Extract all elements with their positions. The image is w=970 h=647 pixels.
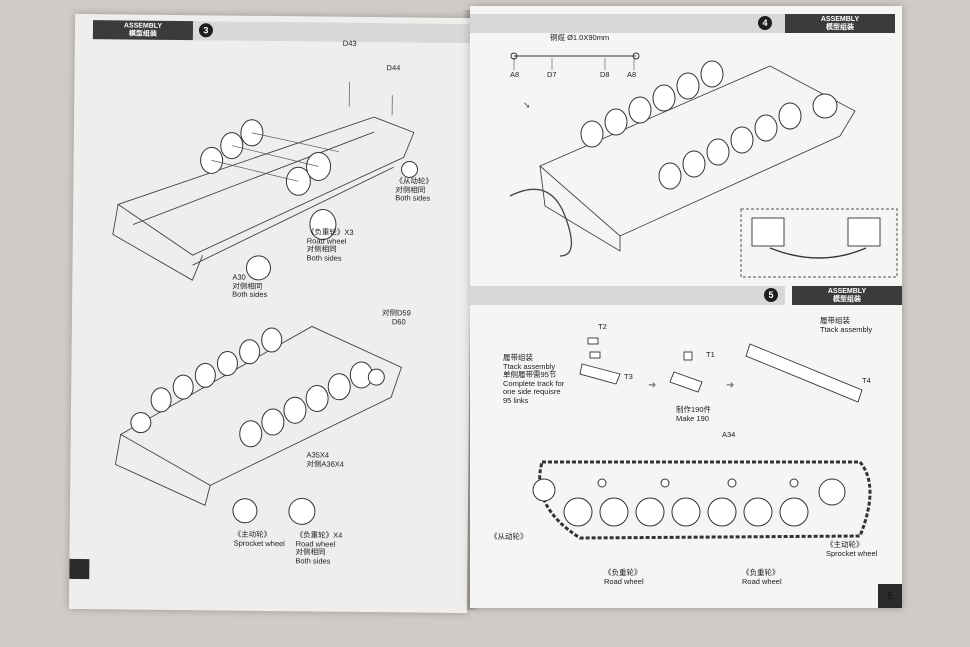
roadwheel-label-2: 《负重轮》 Road wheel: [742, 568, 782, 586]
hull-diagram-bottom: [114, 325, 403, 525]
assembly-tag-step4: ASSEMBLY 模型组装: [785, 14, 895, 33]
assembly-tag-step5: ASSEMBLY 模型组装: [792, 286, 902, 305]
step-number-4: 4: [758, 16, 772, 30]
part-a35-label: A35X4 对侧A36X4: [306, 450, 345, 469]
cable-part-d8: D8: [600, 70, 610, 79]
assembly-tag-en: ASSEMBLY: [827, 288, 867, 295]
cable-part-d7: D7: [547, 70, 557, 79]
cable-diagram: [510, 52, 640, 70]
svg-text:➜: ➜: [726, 380, 734, 391]
track-run-diagram: [532, 460, 872, 540]
step-number-5: 5: [764, 288, 778, 302]
part-t3: T3: [624, 372, 633, 381]
part-t4: T4: [862, 376, 871, 385]
idler-wheel-label: 《从动轮》 对侧相同 Both sides: [395, 176, 433, 203]
assembly-tag-cn: 模型组装: [826, 24, 854, 31]
cable-part-a8-left: A8: [510, 70, 520, 79]
instruction-page-right: ASSEMBLY 模型组装 4 铜缆 Ø1.0X90mm A8 D7 D8 A8: [470, 6, 902, 608]
part-a30-label: A30 对侧相同 Both sides: [232, 272, 268, 299]
detail-inset: [740, 208, 898, 278]
track-assembly-note: 履带组装 Ttack assembly 单侧履带需95节 Complete tr…: [503, 353, 565, 405]
roadwheel-label-1: 《负重轮》 Road wheel: [604, 568, 644, 586]
svg-text:➘: ➘: [523, 101, 531, 111]
page-corner-mark: [69, 558, 90, 580]
header-bar-step5: [470, 286, 785, 305]
assembly-tag-en: ASSEMBLY: [820, 16, 860, 23]
cable-part-a8-right: A8: [627, 70, 637, 79]
sprocket-wheel-label: 《主动轮》 Sprocket wheel: [233, 529, 285, 548]
part-t1: T1: [706, 350, 715, 359]
part-d44: D44: [386, 63, 401, 73]
assembly-tag-cn: 模型组装: [833, 296, 861, 303]
part-d43: D43: [342, 38, 357, 48]
header-bar-step4: [470, 14, 785, 33]
track-assembly-label: 履带组装 Ttack assembly: [820, 316, 873, 334]
part-a34: A34: [722, 430, 736, 439]
roadwheel-x4-label: 《负重轮》X4 Road wheel 对侧相同 Both sides: [295, 530, 343, 566]
page-number-box: 5: [878, 584, 902, 608]
hull-with-cable-diagram: ➘: [509, 60, 856, 257]
cable-label: 铜缆 Ø1.0X90mm: [550, 33, 610, 42]
part-t2: T2: [598, 322, 607, 331]
page-number: 5: [887, 591, 893, 601]
svg-text:➜: ➜: [648, 380, 656, 391]
track-link-parts: ➜ ➜: [579, 337, 863, 403]
hull-diagram-top: [112, 81, 419, 281]
part-d60: D60: [391, 317, 406, 327]
sprocket-wheel-label: 《主动轮》 Sprocket wheel: [826, 540, 878, 558]
instruction-page-left: ASSEMBLY 模型组装 3: [68, 13, 474, 614]
make-190-label: 制作190件 Make 190: [676, 405, 712, 423]
roadwheel-x3-label: 《负重轮》X3 Road wheel 对侧相同 Both sides: [306, 227, 354, 263]
idler-wheel-label: 《从动轮》: [490, 532, 528, 541]
